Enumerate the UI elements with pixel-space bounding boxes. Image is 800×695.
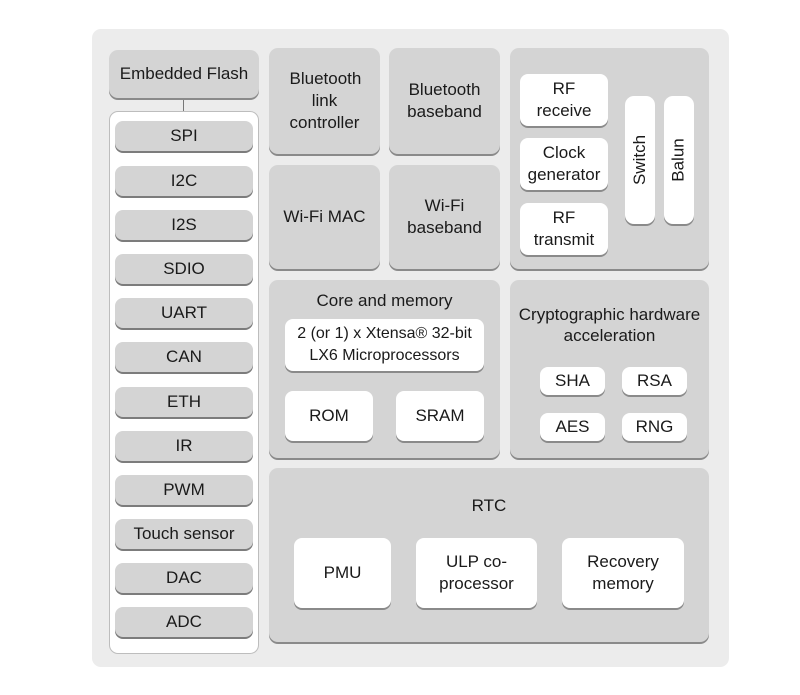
- peripheral-label: IR: [175, 436, 193, 455]
- peripheral-pwm: PWM: [115, 475, 253, 505]
- peripheral-label: I2S: [171, 215, 197, 234]
- crypto-sha: SHA: [540, 367, 605, 395]
- clock-generator-label: Clock generator: [527, 143, 601, 184]
- bluetooth-link-controller-block: Bluetooth link controller: [269, 48, 380, 154]
- ulp-coprocessor-label: ULP co-processor: [439, 552, 514, 593]
- rf-transmit-label: RF transmit: [533, 208, 595, 249]
- bluetooth-baseband-block: Bluetooth baseband: [389, 48, 500, 154]
- peripheral-label: ADC: [166, 612, 202, 631]
- peripheral-label: Touch sensor: [133, 524, 235, 543]
- clock-generator-box: Clock generator: [520, 138, 608, 190]
- cpu-box: 2 (or 1) x Xtensa® 32-bit LX6 Microproce…: [285, 319, 484, 371]
- peripheral-dac: DAC: [115, 563, 253, 593]
- balun-box: Balun: [664, 96, 694, 224]
- rtc-title: RTC: [471, 496, 507, 515]
- wifi-mac-block: Wi-Fi MAC: [269, 165, 380, 269]
- peripheral-label: SPI: [170, 126, 198, 145]
- rom-box: ROM: [285, 391, 373, 441]
- bluetooth-link-controller-label: Bluetooth link controller: [289, 69, 362, 132]
- peripheral-label: SDIO: [163, 259, 205, 278]
- peripheral-eth: ETH: [115, 387, 253, 417]
- cpu-label: 2 (or 1) x Xtensa® 32-bit LX6 Microproce…: [297, 325, 472, 364]
- switch-box: Switch: [625, 96, 655, 224]
- pmu-box: PMU: [294, 538, 391, 608]
- bluetooth-baseband-label: Bluetooth baseband: [407, 80, 482, 121]
- core-memory-title: Core and memory: [316, 291, 453, 310]
- crypto-sha-label: SHA: [555, 371, 590, 390]
- peripheral-touch-sensor: Touch sensor: [115, 519, 253, 549]
- peripheral-label: PWM: [163, 480, 205, 499]
- peripheral-i2c: I2C: [115, 166, 253, 196]
- peripheral-label: CAN: [166, 347, 202, 366]
- crypto-aes: AES: [540, 413, 605, 441]
- crypto-title: Cryptographic hardware acceleration: [518, 305, 701, 345]
- crypto-rsa: RSA: [622, 367, 687, 395]
- ulp-coprocessor-box: ULP co-processor: [416, 538, 537, 608]
- peripheral-uart: UART: [115, 298, 253, 328]
- peripheral-label: DAC: [166, 568, 202, 587]
- flash-spi-connector: [183, 100, 184, 120]
- sram-box: SRAM: [396, 391, 484, 441]
- peripheral-sdio: SDIO: [115, 254, 253, 284]
- peripheral-label: I2C: [170, 171, 198, 190]
- balun-label: Balun: [669, 138, 689, 182]
- rom-label: ROM: [309, 406, 349, 425]
- peripheral-i2s: I2S: [115, 210, 253, 240]
- switch-label: Switch: [630, 134, 650, 186]
- peripheral-label: UART: [161, 303, 207, 322]
- rf-receive-label: RF receive: [536, 79, 592, 120]
- embedded-flash-block: Embedded Flash: [109, 50, 259, 98]
- peripheral-ir: IR: [115, 431, 253, 461]
- peripheral-spi: SPI: [115, 121, 253, 151]
- peripheral-adc: ADC: [115, 607, 253, 637]
- crypto-aes-label: AES: [555, 417, 590, 436]
- crypto-rsa-label: RSA: [637, 371, 672, 390]
- recovery-memory-label: Recovery memory: [587, 552, 659, 593]
- peripheral-label: ETH: [167, 392, 201, 411]
- crypto-rng: RNG: [622, 413, 687, 441]
- wifi-mac-label: Wi-Fi MAC: [283, 207, 366, 226]
- crypto-rng-label: RNG: [635, 417, 674, 436]
- recovery-memory-box: Recovery memory: [562, 538, 684, 608]
- peripheral-can: CAN: [115, 342, 253, 372]
- wifi-baseband-label: Wi-Fi baseband: [407, 196, 482, 237]
- rf-receive-box: RF receive: [520, 74, 608, 126]
- pmu-label: PMU: [323, 563, 362, 582]
- wifi-baseband-block: Wi-Fi baseband: [389, 165, 500, 269]
- rf-transmit-box: RF transmit: [520, 203, 608, 255]
- sram-label: SRAM: [415, 406, 465, 425]
- embedded-flash-label: Embedded Flash: [119, 64, 249, 83]
